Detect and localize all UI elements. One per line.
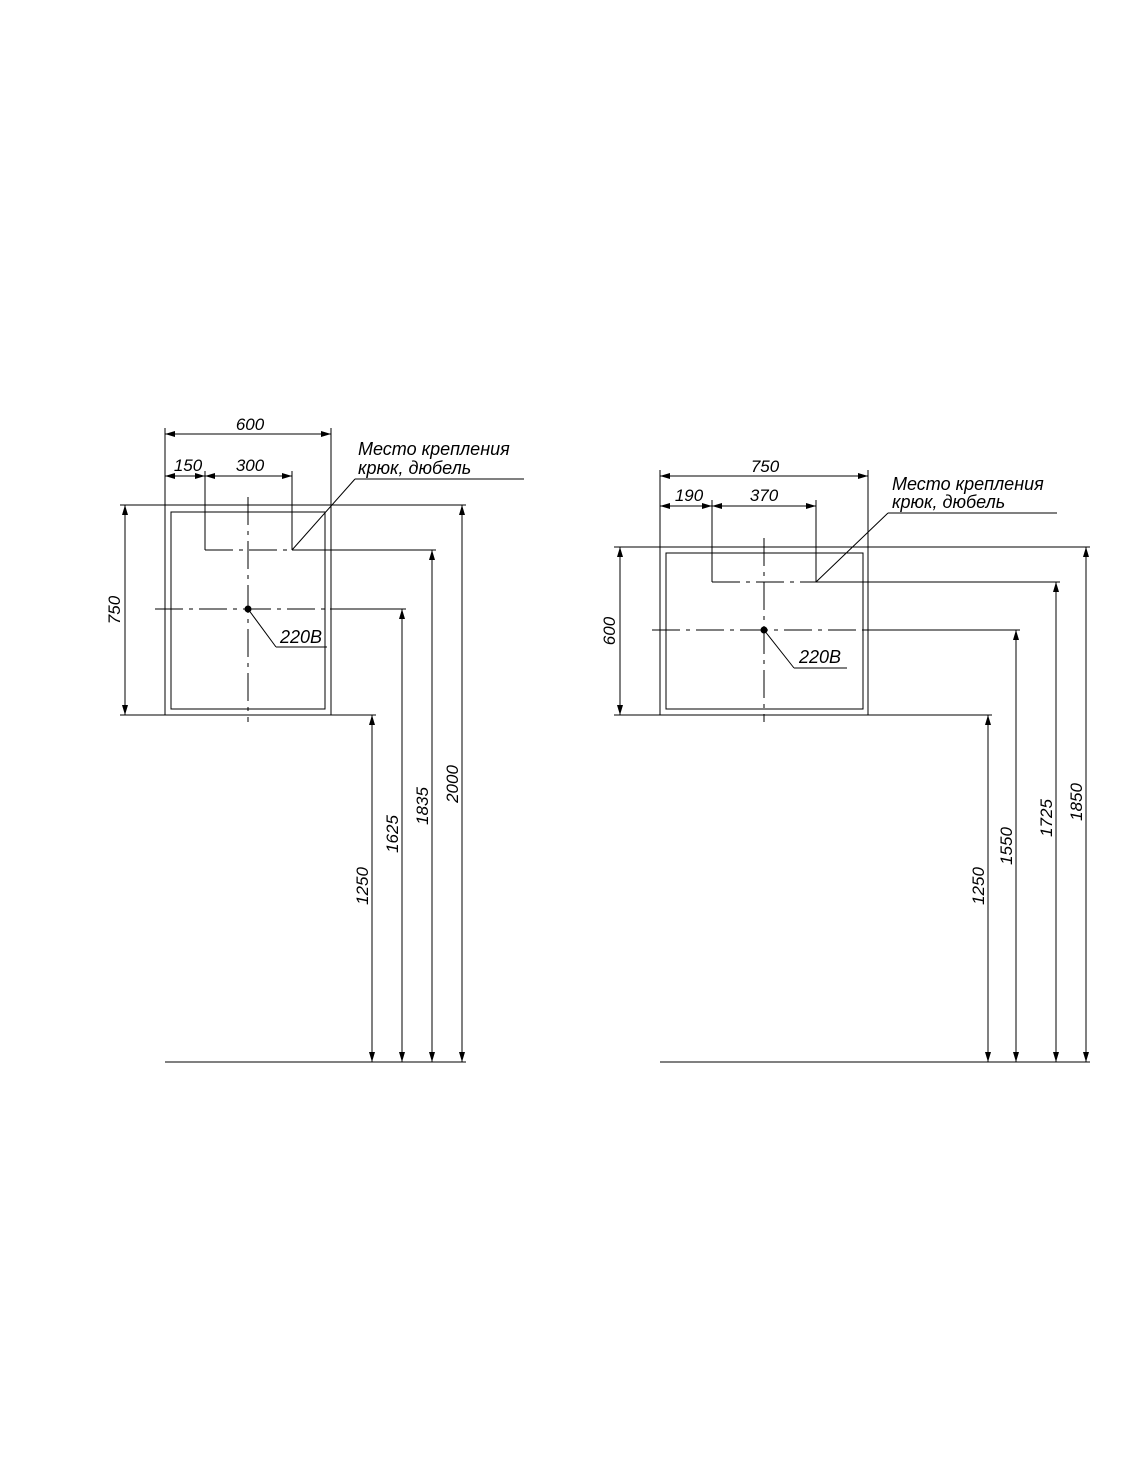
right-dim-h-mount: 1725 [1037, 799, 1056, 837]
right-dim-height: 600 [600, 616, 619, 645]
right-dim-offset: 190 [675, 486, 704, 505]
right-mount-label-2: крюк, дюбель [892, 492, 1005, 512]
right-dim-mount-spacing: 370 [750, 486, 779, 505]
left-mount-label-1: Место крепления [358, 439, 510, 459]
left-dim-height: 750 [105, 595, 124, 624]
right-dim-width: 750 [751, 457, 780, 476]
left-dim-mount-spacing: 300 [236, 456, 265, 475]
left-dim-h-top: 2000 [443, 765, 462, 804]
right-power-label: 220В [798, 647, 841, 667]
left-dim-h-mount: 1835 [413, 787, 432, 825]
right-drawing: 750 190 370 600 Место крепления крюк, дю… [600, 457, 1090, 1063]
left-dim-h-bottom: 1250 [353, 867, 372, 905]
left-dim-offset: 150 [174, 456, 203, 475]
left-drawing: 600 150 300 750 Место крепления крюк, дю… [105, 415, 524, 1063]
right-mount-label-1: Место крепления [892, 474, 1044, 494]
left-power-label: 220В [279, 627, 322, 647]
right-dim-h-power: 1550 [997, 827, 1016, 865]
right-dim-h-bottom: 1250 [969, 867, 988, 905]
left-mount-label-2: крюк, дюбель [358, 458, 471, 478]
right-dim-h-top: 1850 [1067, 783, 1086, 821]
left-dim-h-power: 1625 [383, 815, 402, 853]
left-dim-width: 600 [236, 415, 265, 434]
